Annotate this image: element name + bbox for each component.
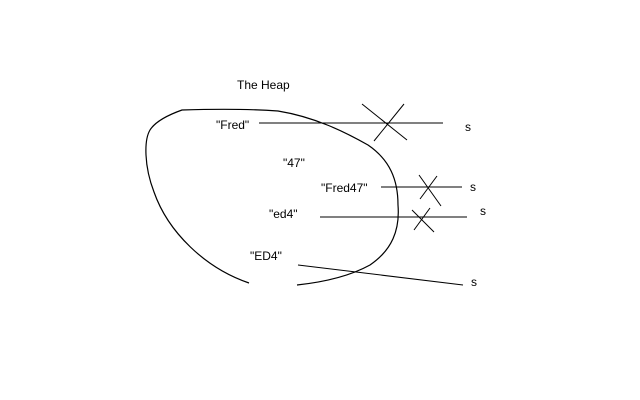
cross-mark-ed4	[411, 207, 435, 233]
heap-string-ED4: "ED4"	[250, 249, 282, 263]
cross-mark-fred	[361, 103, 408, 142]
heap-string-ed4: "ed4"	[269, 207, 298, 221]
reference-line-ED4	[297, 264, 464, 286]
cross-mark-fred47	[418, 174, 442, 207]
reference-label-s-3: s	[480, 204, 486, 218]
heap-boundary	[145, 108, 399, 286]
reference-label-s-1: s	[465, 120, 471, 134]
reference-label-s-2: s	[470, 180, 476, 194]
heap-string-47: "47"	[283, 156, 305, 170]
heap-string-fred: "Fred"	[216, 118, 249, 132]
reference-label-s-4: s	[471, 275, 477, 289]
heap-title: The Heap	[237, 78, 290, 92]
heap-string-fred47: "Fred47"	[321, 181, 368, 195]
